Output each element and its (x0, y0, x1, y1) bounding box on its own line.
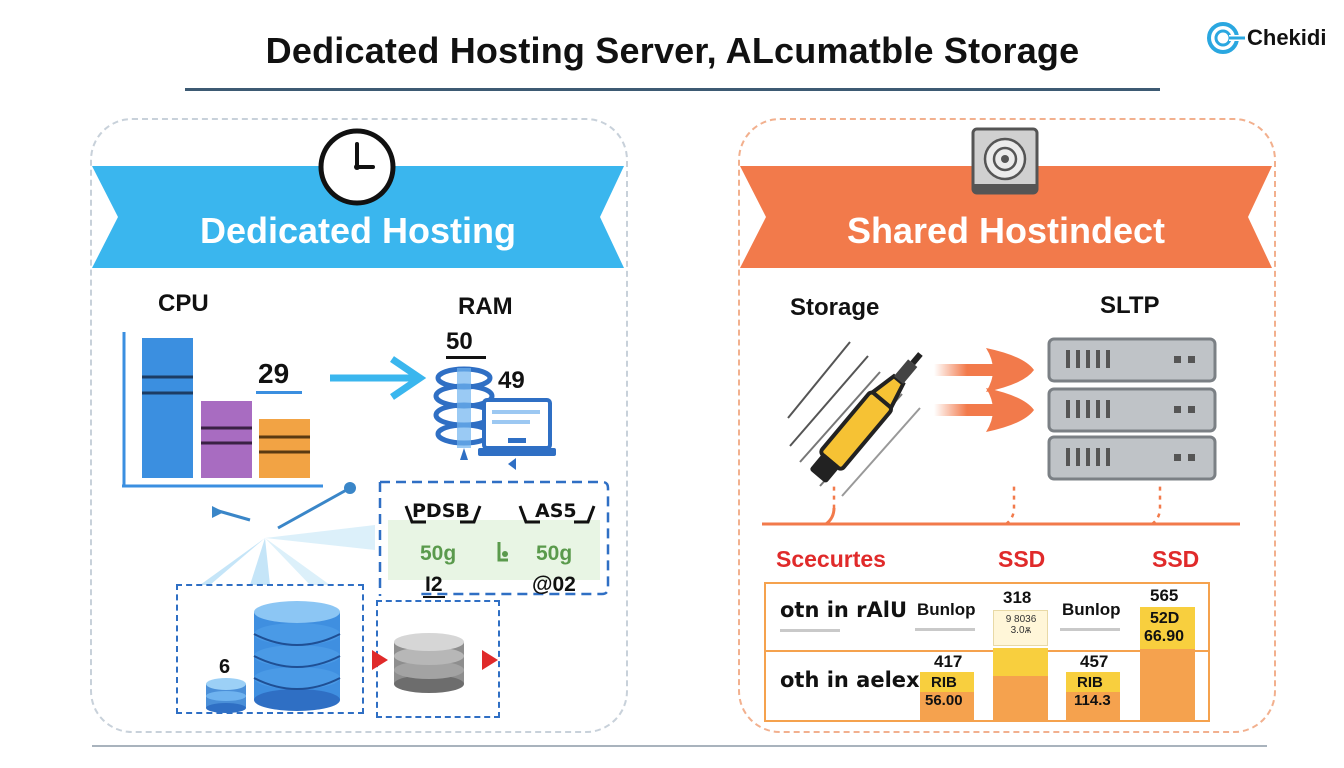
row1-col1-underline (915, 628, 975, 631)
marker-pen-icon (787, 341, 923, 497)
spec-bottom-right: @02 (532, 573, 576, 596)
cell-457: 457 (1080, 652, 1109, 671)
row1-col1: Bunlop (917, 600, 976, 619)
spec-bottom-left: I2 (425, 573, 443, 596)
spec-right-label: AS5 (535, 500, 577, 522)
shared-hosting-panel (738, 118, 1276, 733)
cell-318-sub: 9 8036 3.0ѫ (1005, 614, 1037, 636)
bar-row2-c1-top (920, 672, 974, 692)
bar-col-ssd1-note (993, 610, 1048, 646)
row1-label: otn in rAlU (780, 598, 908, 622)
spec-left-value: 50g (420, 542, 457, 565)
table-header-2: SSD (998, 546, 1046, 572)
table-header-3: SSD (1152, 546, 1200, 572)
shared-banner-label: Shared Hostindect (846, 210, 1166, 251)
sltp-label: SLTP (1100, 292, 1160, 319)
ram-module-icon (433, 366, 556, 470)
comparison-table (764, 582, 1210, 722)
cpu-value: 29 (258, 358, 290, 389)
title-divider (185, 88, 1160, 91)
clock-icon (318, 128, 396, 206)
spec-bottom-left-underline (423, 596, 445, 598)
shared-banner (740, 166, 1272, 268)
network-signal-icon (200, 482, 375, 585)
cpu-bar-group (122, 332, 323, 488)
row1-label-underline (780, 629, 840, 632)
bottom-divider (92, 745, 1267, 747)
arrow-right-icon (330, 356, 427, 400)
server-rack-icon (1047, 337, 1217, 481)
table-header-1: Scecurtes (776, 546, 886, 572)
ram-top-underline (446, 356, 486, 359)
dedicated-hosting-panel (90, 118, 628, 733)
storage-value: 6 (219, 656, 231, 678)
cell-318: 318 (1003, 588, 1032, 607)
cell-5600: 56.00 (925, 692, 963, 709)
database-icon (206, 601, 341, 713)
cell-417: 417 (934, 652, 963, 671)
ram-side-value: 49 (498, 367, 525, 394)
row2-label: oth in aelex (780, 668, 920, 692)
brand-name: Chekidi (1247, 25, 1327, 50)
spec-box-outline (378, 480, 610, 596)
bar-col-ssd1-top (993, 648, 1048, 676)
marker-icon (497, 542, 508, 562)
row1-col2-underline (1060, 628, 1120, 631)
page-title: Dedicated Hosting Server, ALcumatble Sto… (265, 30, 1080, 71)
cpu-label: CPU (158, 290, 209, 317)
c-logo-icon (1207, 22, 1245, 54)
bar-col-ssd2-top (1140, 607, 1195, 649)
cell-6690: 66.90 (1144, 628, 1185, 645)
spec-bracket-icons (404, 505, 596, 524)
hard-drive-icon (971, 127, 1039, 195)
disk-stack-icon (372, 633, 498, 693)
cell-rib-2: RIB (1077, 674, 1103, 691)
brand-logo[interactable]: Chekidi (1205, 18, 1326, 58)
table-row-divider (764, 650, 1210, 652)
spec-box-fill (388, 520, 600, 580)
storage-box-primary (176, 584, 364, 714)
ram-top-value: 50 (446, 328, 473, 355)
dedicated-banner-label: Dedicated Hosting (199, 210, 517, 251)
bar-row2-c2-top (1066, 672, 1120, 692)
timeline-connector (762, 484, 1240, 526)
cell-rib-1: RIB (931, 674, 957, 691)
storage-label: Storage (790, 294, 880, 321)
ram-label: RAM (458, 293, 513, 320)
row1-col2: Bunlop (1062, 600, 1121, 619)
cell-1143: 114.3 (1074, 692, 1111, 709)
spec-right-value: 50g (536, 542, 573, 565)
spec-left-label: PDSB (412, 500, 470, 522)
cell-52d: 52D (1150, 610, 1180, 627)
cpu-value-underline (256, 391, 302, 394)
double-arrow-icon (934, 348, 1034, 432)
dedicated-banner (92, 166, 624, 268)
cell-565: 565 (1150, 586, 1179, 605)
